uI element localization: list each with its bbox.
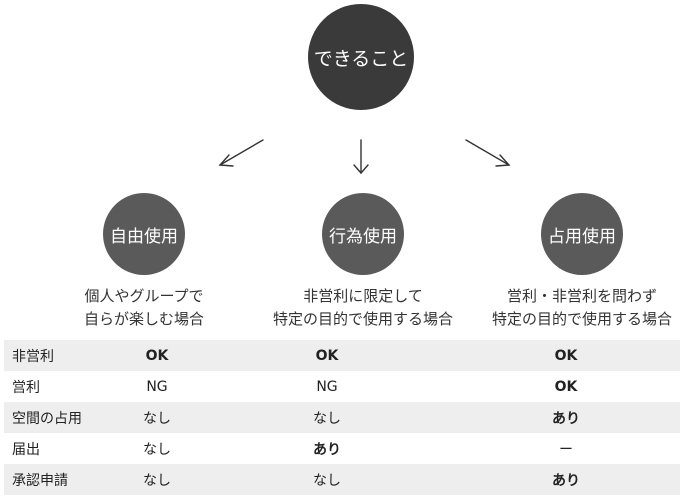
- arrow-left: [218, 139, 264, 167]
- circle-free-use: 自由使用: [103, 193, 185, 275]
- table-cell: なし: [202, 402, 452, 433]
- desc-line: 個人やグループで: [84, 287, 204, 305]
- table-cell: なし: [112, 402, 202, 433]
- top-circle-what-you-can-do: できること: [308, 4, 414, 110]
- circle-occupancy-use-label: 占用使用: [548, 226, 616, 247]
- table-cell: なし: [202, 464, 452, 495]
- table-cell: OK: [112, 340, 202, 371]
- circle-activity-use-label: 行為使用: [329, 226, 397, 247]
- row-label: 営利: [4, 371, 112, 402]
- row-label: 届出: [4, 433, 112, 464]
- arrow-center: [353, 139, 369, 175]
- table-cell: NG: [112, 371, 202, 402]
- desc-free-use: 個人やグループで 自らが楽しむ場合: [24, 285, 264, 331]
- table-cell: なし: [112, 464, 202, 495]
- desc-line: 非営利に限定して: [303, 287, 423, 305]
- circle-free-use-label: 自由使用: [110, 226, 178, 247]
- row-label: 非営利: [4, 340, 112, 371]
- desc-occupancy-use: 営利・非営利を問わず 特定の目的で使用する場合: [462, 285, 690, 331]
- table-cell: あり: [452, 464, 680, 495]
- circle-activity-use: 行為使用: [322, 193, 404, 275]
- table-cell: NG: [202, 371, 452, 402]
- row-label: 空間の占用: [4, 402, 112, 433]
- table-cell: ー: [452, 433, 680, 464]
- desc-line: 特定の目的で使用する場合: [272, 310, 453, 328]
- table-row: 承認申請なしなしあり: [4, 464, 680, 495]
- circle-occupancy-use: 占用使用: [541, 193, 623, 275]
- table-cell: あり: [202, 433, 452, 464]
- table-cell: OK: [202, 340, 452, 371]
- top-circle-label: できること: [313, 47, 409, 70]
- table-cell: OK: [452, 340, 680, 371]
- table-cell: あり: [452, 402, 680, 433]
- table-row: 届出なしありー: [4, 433, 680, 464]
- desc-activity-use: 非営利に限定して 特定の目的で使用する場合: [243, 285, 483, 331]
- table-row: 空間の占用なしなしあり: [4, 402, 680, 433]
- table-cell: なし: [112, 433, 202, 464]
- desc-line: 特定の目的で使用する場合: [491, 310, 672, 328]
- arrow-right: [465, 139, 511, 167]
- desc-line: 営利・非営利を問わず: [506, 287, 657, 305]
- row-label: 承認申請: [4, 464, 112, 495]
- desc-line: 自らが楽しむ場合: [83, 310, 204, 328]
- table-cell: OK: [452, 371, 680, 402]
